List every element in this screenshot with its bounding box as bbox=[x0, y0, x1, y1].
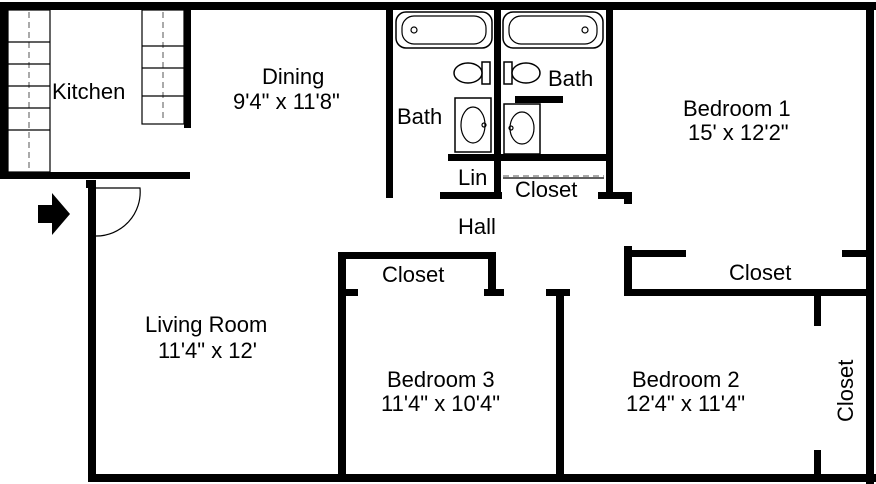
wall-left-kitchen bbox=[0, 2, 8, 178]
hall-label: Hall bbox=[458, 214, 496, 239]
dining-label: Dining bbox=[262, 64, 324, 89]
kitchen-fixtures bbox=[7, 9, 191, 173]
bath-left-label: Bath bbox=[397, 104, 442, 129]
wall-kitchen-bottom bbox=[0, 172, 190, 179]
bedroom1-label: Bedroom 1 bbox=[683, 96, 791, 121]
toilet-right bbox=[503, 61, 513, 85]
wall-left-living bbox=[88, 180, 96, 480]
wall-top-right bbox=[385, 2, 876, 10]
closet-bed3-label: Closet bbox=[382, 262, 444, 287]
closet-hall-label: Closet bbox=[515, 177, 577, 202]
kitchen-partition bbox=[184, 10, 191, 128]
bedroom3-size: 11'4" x 10'4" bbox=[381, 391, 500, 416]
bathtub-right bbox=[502, 11, 604, 49]
bath-right-label: Bath bbox=[548, 66, 593, 91]
bathtub-left bbox=[395, 11, 493, 49]
wall-right bbox=[866, 2, 874, 484]
toilet-left bbox=[481, 61, 491, 85]
bedroom2-label: Bedroom 2 bbox=[632, 367, 740, 392]
interior-walls bbox=[338, 10, 874, 482]
wall-top-kitchen bbox=[0, 2, 385, 10]
dining-size: 9'4" x 11'8" bbox=[233, 89, 340, 114]
bath-fixtures bbox=[395, 11, 604, 179]
living-label: Living Room bbox=[145, 312, 267, 337]
kitchen-counter-right bbox=[141, 9, 185, 125]
linen-label: Lin bbox=[458, 165, 487, 190]
entry-arrow-icon bbox=[38, 193, 70, 235]
wall-bottom bbox=[88, 474, 876, 482]
kitchen-label: Kitchen bbox=[52, 79, 125, 104]
closet-bed2-label: Closet bbox=[833, 360, 858, 422]
kitchen-counter-left bbox=[7, 9, 51, 173]
bedroom2-size: 12'4" x 11'4" bbox=[626, 391, 745, 416]
entry-door bbox=[86, 180, 141, 237]
living-size: 11'4" x 12' bbox=[158, 338, 257, 363]
closet-bed1-label: Closet bbox=[729, 260, 791, 285]
bedroom1-size: 15' x 12'2" bbox=[688, 120, 789, 145]
bedroom3-label: Bedroom 3 bbox=[387, 367, 495, 392]
